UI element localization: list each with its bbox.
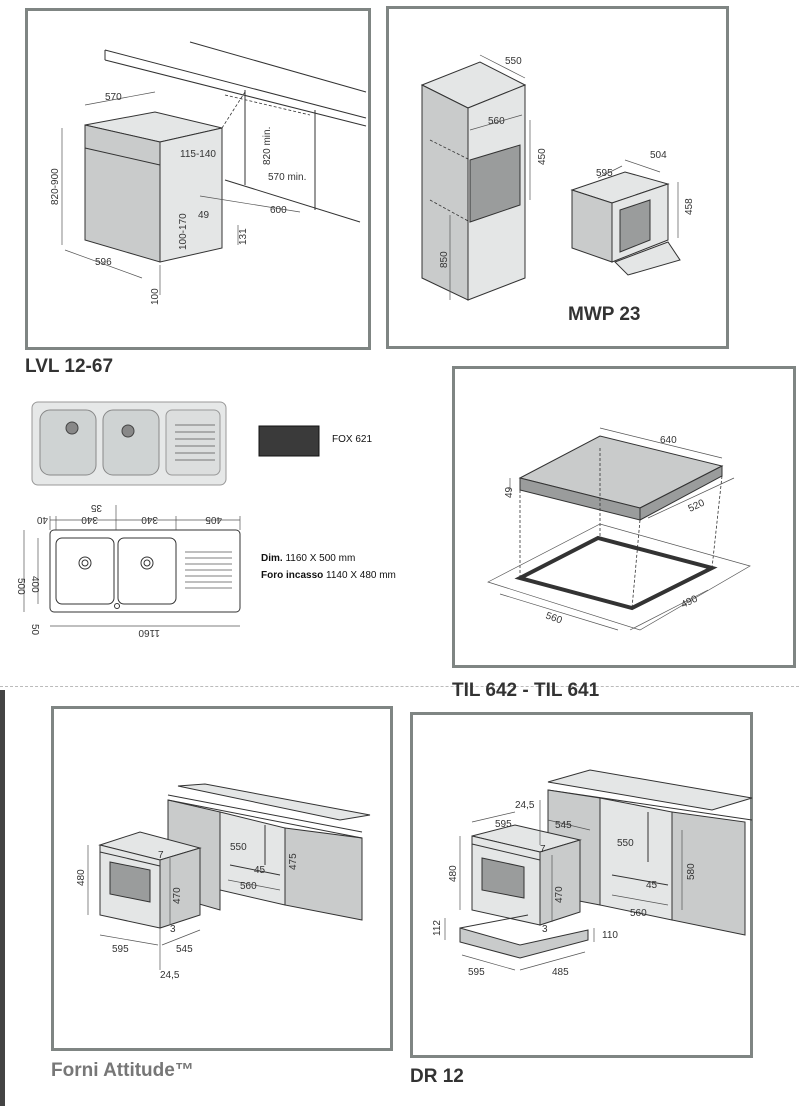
- microwave-caption: MWP 23: [568, 304, 641, 325]
- sink-photo-bowl-left: [39, 409, 97, 476]
- sink-dim-value: 1160 X 500 mm: [285, 553, 356, 564]
- sink-cutout-value: 1140 X 480 mm: [326, 570, 396, 581]
- sink-photo-drain: [65, 421, 79, 435]
- section-divider: [0, 686, 799, 687]
- sink-bowl-right: [117, 537, 177, 605]
- finish-swatch: [258, 425, 320, 457]
- drawer-panel: [410, 712, 753, 1058]
- page-edge-strip: [0, 690, 5, 1106]
- sink-drain-left-inner: [81, 559, 89, 567]
- dishwasher-caption: LVL 12-67: [25, 356, 114, 377]
- ovens-panel: [51, 706, 393, 1051]
- sink-outline: [49, 529, 241, 613]
- sink-photo: [31, 401, 227, 486]
- dim-label: 340: [81, 514, 98, 525]
- cooktop-panel: [452, 366, 796, 668]
- dim-label: 405: [205, 514, 222, 525]
- sink-bowl-left: [55, 537, 115, 605]
- dim-label: 340: [141, 514, 158, 525]
- sink-cutout-note: Foro incasso 1140 X 480 mm: [261, 570, 396, 581]
- dim-label: 40: [36, 514, 48, 525]
- sink-dim-note: Dim. 1160 X 500 mm: [261, 553, 355, 564]
- dim-label: 500: [15, 578, 26, 595]
- sink-photo-bowl-right: [102, 409, 160, 476]
- sink-drain-right: [140, 556, 154, 570]
- dim-label: 50: [29, 624, 40, 636]
- ovens-caption: Forni Attitude™: [51, 1060, 194, 1081]
- dim-label: 1160: [138, 627, 160, 638]
- sink-drain-right-inner: [143, 559, 151, 567]
- sink-overflow: [114, 603, 120, 609]
- dishwasher-panel: [25, 8, 371, 350]
- sink-dim-label: Dim.: [261, 553, 283, 564]
- sink-drainboard-lines: [185, 551, 232, 589]
- cooktop-caption: TIL 642 - TIL 641: [452, 680, 600, 701]
- sink-drain-left: [78, 556, 92, 570]
- dim-label: 400: [29, 576, 40, 593]
- microwave-panel: [386, 6, 729, 349]
- sink-cutout-label: Foro incasso: [261, 570, 324, 581]
- finish-label: FOX 621: [332, 434, 373, 445]
- sink-photo-drainboard: [165, 409, 221, 476]
- sink-photo-drain: [121, 424, 135, 438]
- drawer-caption: DR 12: [410, 1066, 464, 1087]
- dim-label: 35: [90, 502, 102, 513]
